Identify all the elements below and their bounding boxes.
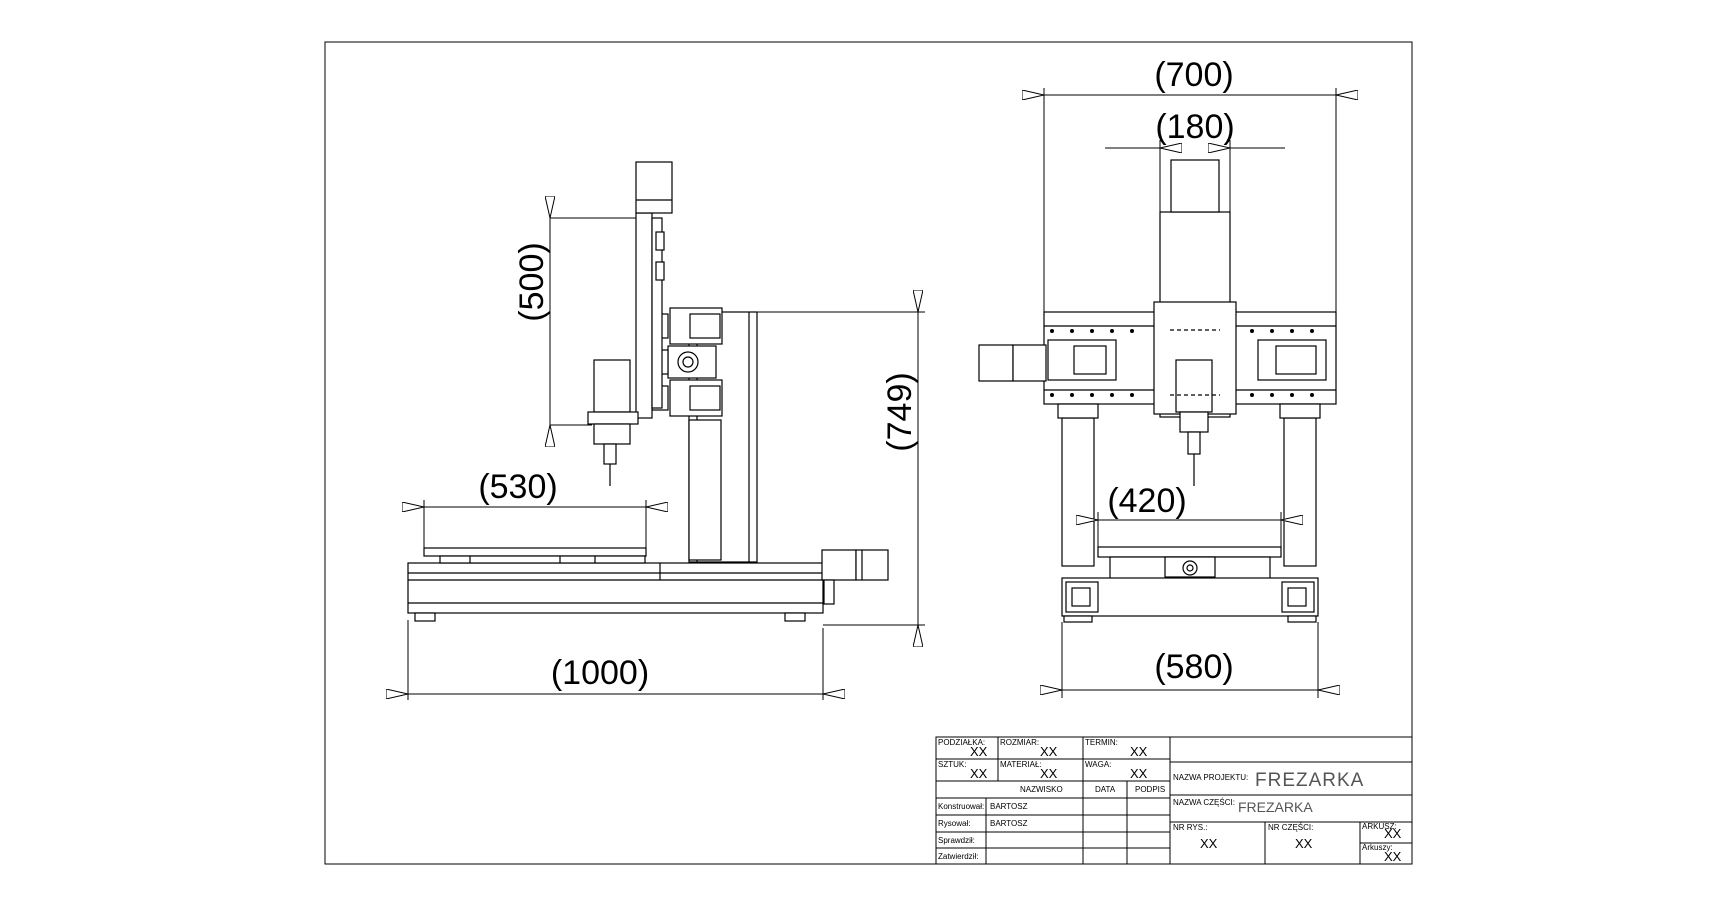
nazwa-projektu-label: NAZWA PROJEKTU:	[1173, 773, 1248, 782]
front-view	[978, 159, 1337, 623]
front-dimensions	[1044, 88, 1336, 698]
nr-czesci-label: NR CZĘŚCI:	[1268, 823, 1313, 832]
material-value: XX	[1040, 766, 1058, 781]
zatwierdzil-label: Zatwierdził:	[938, 852, 978, 861]
sprawdzil-label: Sprawdził:	[938, 836, 975, 845]
side-dimensions	[408, 218, 925, 700]
arkusz-label: ARKUSZ:	[1362, 822, 1397, 831]
termin-value: XX	[1130, 744, 1148, 759]
arkuszy-label: Arkuszy:	[1362, 843, 1393, 852]
podzialka-label: PODZIAŁKA:	[938, 738, 985, 747]
rysowal-label: Rysował:	[938, 819, 970, 828]
konstruowal-label: Konstruował:	[938, 802, 984, 811]
rozmiar-label: ROZMIAR:	[1000, 738, 1039, 747]
nazwa-projektu-value: FREZARKA	[1255, 770, 1364, 791]
nr-czesci-value: XX	[1295, 836, 1313, 851]
material-label: MATERIAŁ:	[1000, 760, 1042, 769]
dim-1000: (1000)	[551, 654, 649, 692]
nazwisko-header: NAZWISKO	[1020, 785, 1063, 794]
front-rail-holes	[1050, 329, 1314, 397]
nr-rys-value: XX	[1200, 836, 1218, 851]
title-block	[935, 736, 1413, 865]
sheet-border	[324, 41, 1413, 865]
nr-rys-label: NR RYS.:	[1173, 823, 1208, 832]
dim-749: (749)	[881, 372, 919, 451]
nazwa-czesci-value: FREZARKA	[1238, 799, 1313, 815]
waga-label: WAGA:	[1085, 760, 1111, 769]
dim-180: (180)	[1155, 108, 1234, 146]
waga-value: XX	[1130, 766, 1148, 781]
nazwa-czesci-label: NAZWA CZĘŚCI:	[1173, 798, 1235, 807]
podpis-header: PODPIS	[1135, 785, 1165, 794]
data-header: DATA	[1095, 785, 1116, 794]
arkusz-value: XX	[1384, 826, 1402, 841]
konstruowal-value: BARTOSZ	[990, 802, 1028, 811]
podzialka-value: XX	[970, 744, 988, 759]
arkuszy-value: XX	[1384, 849, 1402, 864]
dim-500: (500)	[513, 242, 551, 321]
szt-value: XX	[970, 766, 988, 781]
dim-420: (420)	[1107, 482, 1186, 520]
dim-530: (530)	[478, 468, 557, 506]
szt-label: SZTUK:	[938, 760, 966, 769]
rysowal-value: BARTOSZ	[990, 819, 1028, 828]
rozmiar-value: XX	[1040, 744, 1058, 759]
termin-label: TERMIN:	[1085, 738, 1118, 747]
dim-580: (580)	[1154, 648, 1233, 686]
dim-700: (700)	[1154, 56, 1233, 94]
side-view	[407, 161, 889, 622]
